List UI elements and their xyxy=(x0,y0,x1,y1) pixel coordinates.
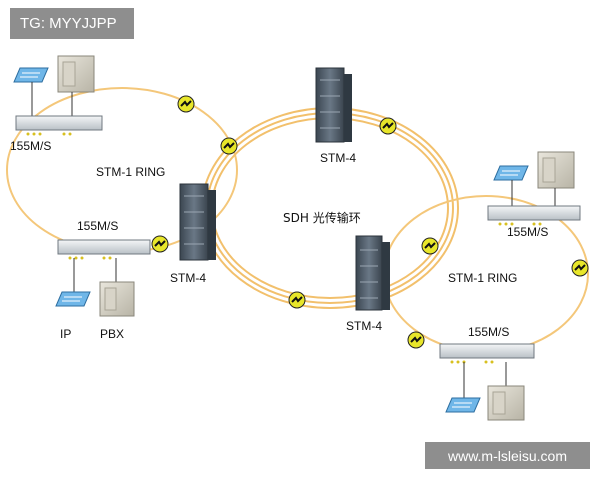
node-label: 155M/S xyxy=(10,139,51,153)
node-left-bottom: 155M/S IP PBX xyxy=(55,219,151,341)
node-label: 155M/S xyxy=(77,219,118,233)
regenerator-icon xyxy=(220,137,238,155)
node-right-bottom: 155M/S xyxy=(439,325,535,421)
ring-label: SDH 光传输环 xyxy=(283,210,361,225)
regenerator-icon xyxy=(407,331,425,349)
stm4-node-left: STM-4 xyxy=(170,183,216,285)
endpoint-label: IP xyxy=(60,327,71,341)
watermark-top-left: TG: MYYJJPP xyxy=(10,8,134,39)
regenerator-icon xyxy=(379,117,397,135)
node-label: STM-4 xyxy=(346,319,382,333)
router-icon xyxy=(15,115,103,136)
watermark-bottom-right: www.m-lsleisu.com xyxy=(425,442,590,469)
switch-icon xyxy=(445,397,481,413)
router-icon xyxy=(57,239,151,260)
pbx-icon xyxy=(99,281,135,317)
endpoint-label: PBX xyxy=(100,327,124,341)
ring-label: STM-1 RING xyxy=(448,271,517,285)
regenerator-icon xyxy=(288,291,306,309)
regenerator-icon xyxy=(151,235,169,253)
regenerator-group xyxy=(151,95,589,349)
router-icon xyxy=(439,343,535,364)
node-label: STM-4 xyxy=(320,151,356,165)
ring-label: STM-1 RING xyxy=(96,165,165,179)
regenerator-icon xyxy=(421,237,439,255)
pbx-icon xyxy=(57,55,95,93)
regenerator-icon xyxy=(571,259,589,277)
node-label: 155M/S xyxy=(468,325,509,339)
stm4-node-bottom: STM-4 xyxy=(346,235,390,333)
pbx-icon xyxy=(487,385,525,421)
node-label: STM-4 xyxy=(170,271,206,285)
node-right-top: 155M/S xyxy=(487,151,581,239)
switch-icon xyxy=(13,67,49,83)
regenerator-icon xyxy=(177,95,195,113)
pbx-icon xyxy=(537,151,575,189)
node-label: 155M/S xyxy=(507,225,548,239)
switch-icon xyxy=(55,291,91,307)
stm4-node-top: STM-4 xyxy=(315,67,356,165)
switch-icon xyxy=(493,165,529,181)
router-icon xyxy=(487,205,581,226)
node-left-top: 155M/S xyxy=(10,55,103,153)
